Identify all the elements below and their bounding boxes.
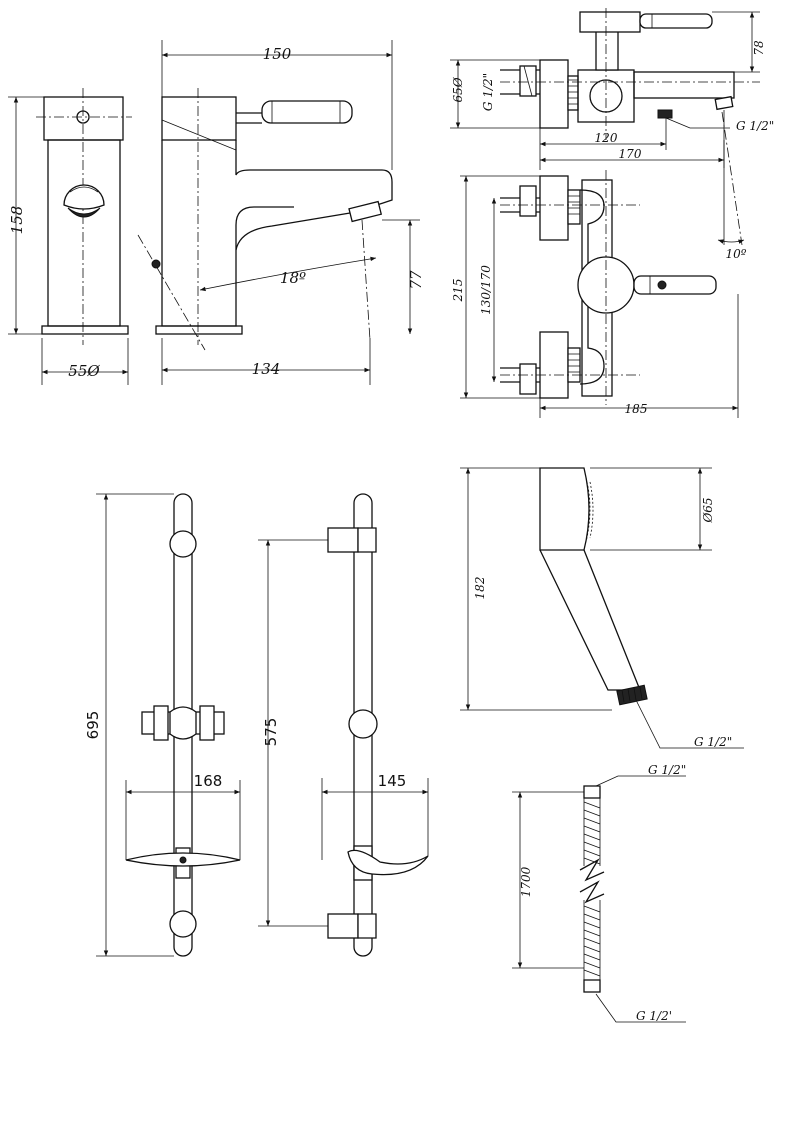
hand-shower-length-label: 182 [473, 577, 487, 600]
bath-mixer-front-view [500, 170, 717, 405]
slide-rail-front-dimensions: 695 168 [84, 493, 241, 957]
basin-spout-height-label: 77 [407, 270, 425, 290]
rail-bracket-span-label: 575 [262, 718, 280, 747]
shower-hose-view [579, 785, 605, 993]
hose-thread-bottom-label: G 1/2' [636, 1009, 672, 1023]
hand-shower-dimensions: 182 Ø65 G 1/2" [460, 467, 744, 749]
slide-rail-side-view [327, 493, 429, 957]
hose-length-label: 1700 [519, 866, 533, 897]
shower-hose-dimensions: 1700 G 1/2" G 1/2' [512, 763, 686, 1023]
bath-dim-185-label: 185 [625, 402, 648, 416]
bath-outlet-thread-label: G 1/2" [736, 119, 774, 133]
hand-shower-head-dia-label: Ø65 [701, 497, 715, 523]
basin-mixer-side-view [137, 88, 393, 351]
basin-mixer-reach-dimension: 134 [161, 338, 371, 385]
slide-rail-side-dimensions: 575 145 [258, 539, 429, 927]
bath-angle-10-label: 10º [726, 247, 747, 261]
bath-mixer-top-dimensions: 65Ø G 1/2" 78 G 1/2" 120 170 10º [450, 11, 774, 261]
basin-mixer-width-dimension: 150 [161, 40, 393, 170]
hand-shower-thread-label: G 1/2" [694, 735, 732, 749]
rail-projection-label: 145 [378, 772, 407, 790]
basin-mixer-spout-height-dimension: 77 [382, 219, 425, 334]
basin-mixer-front-view [36, 88, 132, 345]
basin-base-dia-label: 55Ø [68, 362, 100, 380]
rail-total-length-label: 695 [84, 711, 102, 740]
bath-dim-170-label: 170 [619, 147, 642, 161]
bath-dim-78-label: 78 [752, 40, 766, 56]
bath-dia-65-label: 65Ø [451, 76, 465, 102]
hose-thread-top-label: G 1/2" [648, 763, 686, 777]
basin-swivel-angle-label: 18º [280, 269, 306, 287]
hand-shower-view [539, 467, 648, 706]
basin-height-label: 158 [8, 206, 26, 235]
basin-mixer-base-dimension: 55Ø [41, 338, 129, 385]
soap-dish-width-label: 168 [194, 772, 223, 790]
basin-spout-reach-label: 134 [252, 360, 281, 378]
slide-rail-front-view [125, 493, 241, 957]
bath-inlet-thread-label: G 1/2" [481, 73, 495, 111]
basin-mixer-height-dimension: 158 [8, 96, 44, 335]
bath-mixer-front-dimensions: 215 130/170 185 [451, 175, 739, 418]
bath-dim-215-label: 215 [451, 279, 465, 303]
bath-mixer-top-view [500, 8, 760, 246]
bath-centres-label: 130/170 [479, 265, 493, 315]
basin-mixer-angle-dimension: 18º [199, 256, 377, 292]
basin-total-width-label: 150 [263, 45, 292, 63]
bath-dim-120-label: 120 [595, 131, 618, 145]
